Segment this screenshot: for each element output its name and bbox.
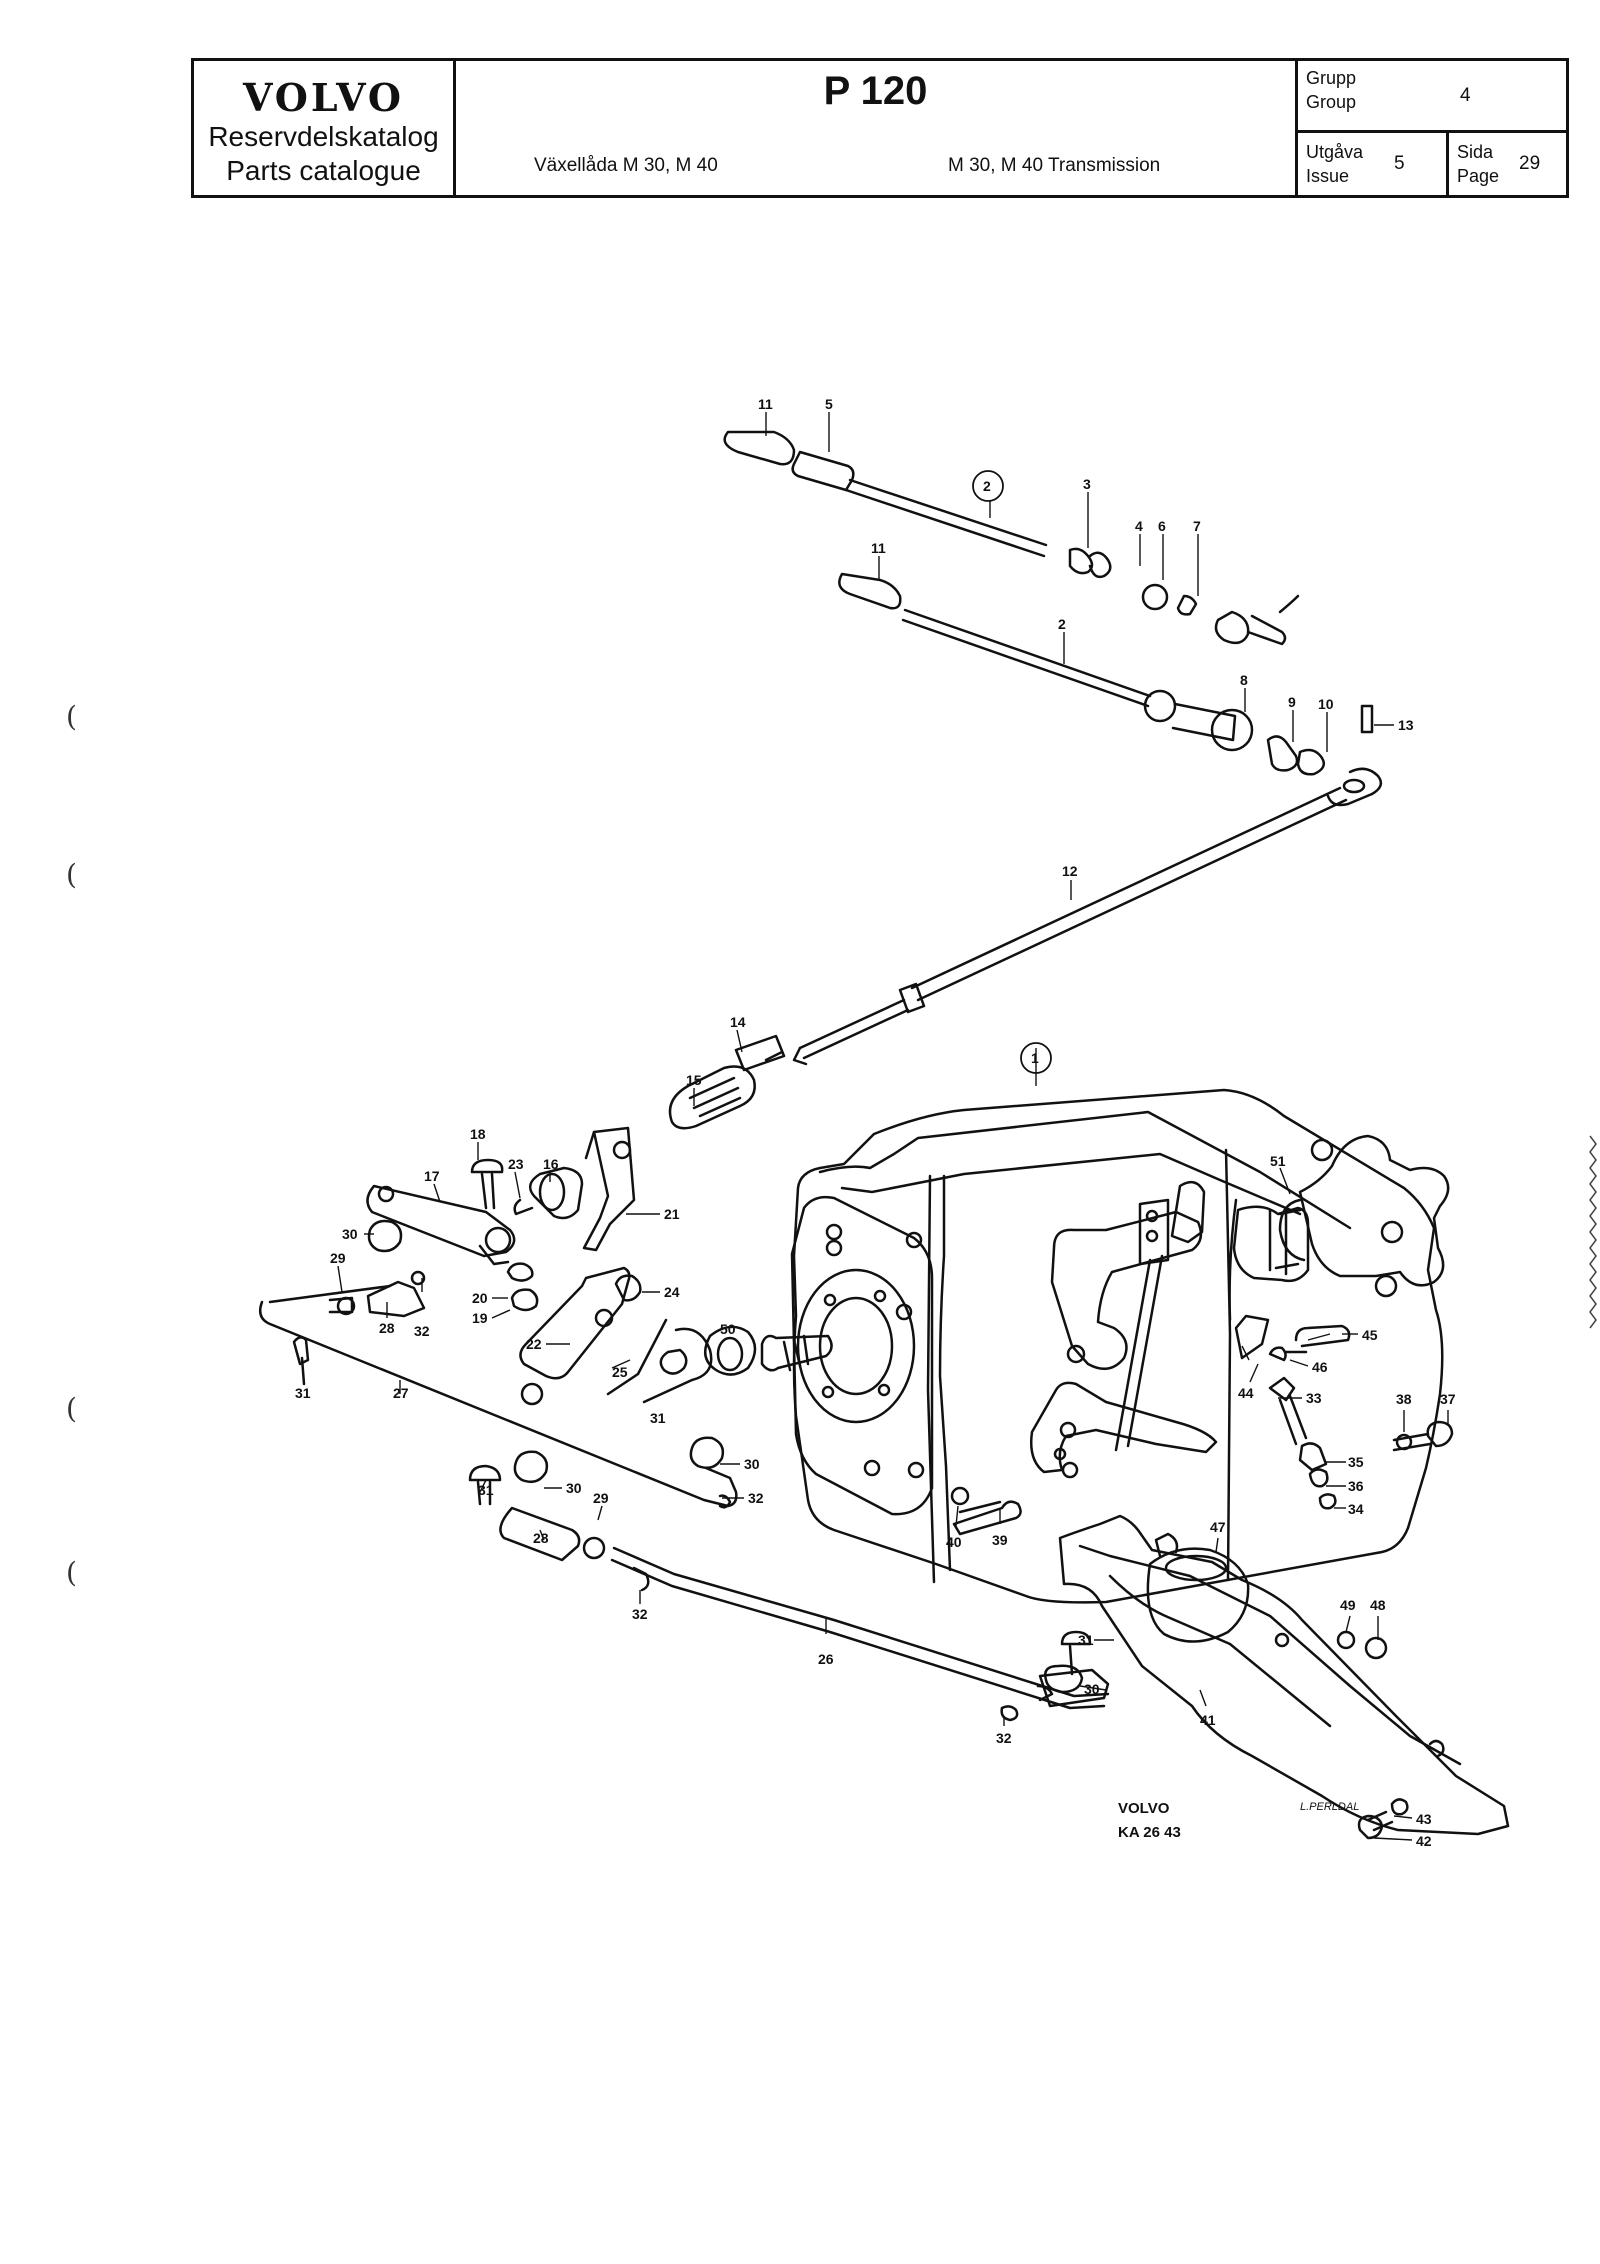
callout-50: 50	[720, 1321, 736, 1337]
callout-31: 31	[295, 1385, 311, 1401]
section-title-en: M 30, M 40 Transmission	[948, 155, 1161, 176]
callout-32: 32	[632, 1606, 648, 1622]
callout-1: 1	[1031, 1050, 1039, 1066]
catalogue-header: VOLVO Reservdelskatalog Parts catalogue …	[191, 58, 1569, 198]
callout-27: 27	[393, 1385, 409, 1401]
margin-mark: (	[66, 1556, 77, 1589]
issue-label-sv: Utgåva	[1306, 142, 1364, 162]
callout-24: 24	[664, 1284, 680, 1300]
callout-30: 30	[566, 1480, 582, 1496]
callout-17: 17	[424, 1168, 440, 1184]
leader-lines	[337, 412, 1449, 1841]
callout-2: 2	[1058, 616, 1066, 632]
callout-32: 32	[996, 1730, 1012, 1746]
brand-cell: VOLVO Reservdelskatalog Parts catalogue	[194, 61, 456, 195]
page-cell: Sida Page 29	[1449, 133, 1566, 195]
callout-31: 31	[650, 1410, 666, 1426]
callout-40: 40	[946, 1534, 962, 1550]
callout-29: 29	[593, 1490, 609, 1506]
diagram-linework	[259, 430, 1510, 1840]
callout-19: 19	[472, 1310, 488, 1326]
issue-label-en: Issue	[1306, 166, 1350, 186]
callout-39: 39	[992, 1532, 1008, 1548]
callout-6: 6	[1158, 518, 1166, 534]
callout-7: 7	[1193, 518, 1201, 534]
callout-30: 30	[744, 1456, 760, 1472]
callout-23: 23	[508, 1156, 524, 1172]
callout-25: 25	[612, 1364, 628, 1380]
callout-28: 28	[379, 1320, 395, 1336]
margin-mark: (	[66, 700, 77, 733]
callout-14: 14	[730, 1014, 746, 1030]
callout-42: 42	[1416, 1833, 1432, 1849]
callout-43: 43	[1416, 1811, 1432, 1827]
callout-20: 20	[472, 1290, 488, 1306]
callout-11: 11	[871, 540, 886, 556]
callout-33: 33	[1306, 1390, 1322, 1406]
section-title-sv: Växellåda M 30, M 40	[534, 155, 718, 176]
callout-3: 3	[1083, 476, 1091, 492]
volvo-logo: VOLVO	[242, 75, 405, 120]
group-label-en: Group	[1306, 92, 1357, 112]
issue-value: 5	[1394, 153, 1405, 174]
callout-29: 29	[330, 1250, 346, 1266]
catalogue-label-sv: Reservdelskatalog	[208, 121, 439, 152]
callout-45: 45	[1362, 1327, 1378, 1343]
callout-11: 11	[758, 396, 773, 412]
group-cell: Grupp Group 4	[1298, 61, 1566, 133]
issue-cell: Utgåva Issue 5	[1298, 133, 1449, 195]
draftsman-signature: L.PERLDAL	[1300, 1801, 1359, 1813]
model-title: P 120	[823, 69, 928, 113]
callout-48: 48	[1370, 1597, 1386, 1613]
drawing-brand: VOLVO	[1118, 1800, 1170, 1817]
callout-22: 22	[526, 1336, 542, 1352]
callout-12: 12	[1062, 863, 1078, 879]
page-value: 29	[1519, 153, 1541, 174]
title-cell: P 120 Växellåda M 30, M 40 M 30, M 40 Tr…	[456, 61, 1298, 195]
callout-15: 15	[686, 1072, 702, 1088]
callout-9: 9	[1288, 694, 1296, 710]
callout-2: 2	[983, 478, 991, 494]
callout-41: 41	[1200, 1712, 1216, 1728]
callout-16: 16	[543, 1156, 559, 1172]
callout-35: 35	[1348, 1454, 1364, 1470]
callout-32: 32	[748, 1490, 764, 1506]
callout-32: 32	[414, 1323, 430, 1339]
group-value: 4	[1460, 85, 1471, 106]
callout-5: 5	[825, 396, 833, 412]
callout-30: 30	[342, 1226, 358, 1242]
callout-38: 38	[1396, 1391, 1412, 1407]
callout-18: 18	[470, 1126, 486, 1142]
callout-numbers: 1 2 2 3 4 5 6 7 8 9 10 11 11 12 13 14 15…	[295, 396, 1456, 1849]
catalogue-label-en: Parts catalogue	[226, 155, 421, 186]
callout-36: 36	[1348, 1478, 1364, 1494]
callout-44: 44	[1238, 1385, 1254, 1401]
callout-46: 46	[1312, 1359, 1328, 1375]
callout-37: 37	[1440, 1391, 1456, 1407]
callout-47: 47	[1210, 1519, 1226, 1535]
group-label-sv: Grupp	[1306, 68, 1357, 88]
callout-28: 28	[533, 1530, 549, 1546]
callout-49: 49	[1340, 1597, 1356, 1613]
callout-21: 21	[664, 1206, 680, 1222]
callout-51: 51	[1270, 1153, 1286, 1169]
page-label-sv: Sida	[1457, 142, 1494, 162]
encircled-callout-rings	[972, 470, 1052, 1074]
callout-26: 26	[818, 1651, 834, 1667]
callout-4: 4	[1135, 518, 1143, 534]
callout-13: 13	[1398, 717, 1414, 733]
zigzag-border	[1589, 1135, 1597, 1329]
callout-30: 30	[1084, 1681, 1100, 1697]
callout-34: 34	[1348, 1501, 1364, 1517]
callout-31: 31	[478, 1482, 494, 1498]
drawing-number: KA 26 43	[1118, 1824, 1181, 1841]
callout-8: 8	[1240, 672, 1248, 688]
callout-31: 31	[1078, 1632, 1094, 1648]
margin-mark: (	[66, 1392, 77, 1425]
callout-10: 10	[1318, 696, 1334, 712]
page-label-en: Page	[1457, 166, 1500, 186]
margin-mark: (	[66, 858, 77, 891]
